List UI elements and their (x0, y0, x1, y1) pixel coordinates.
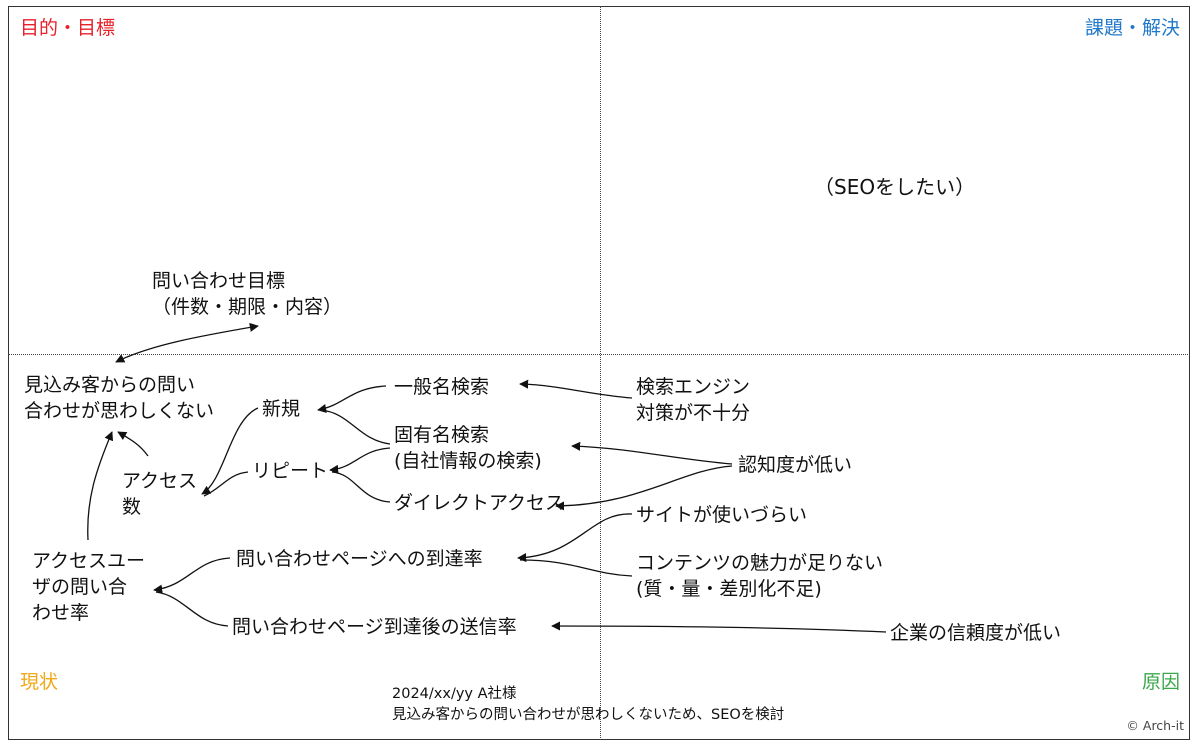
node-proper-search: 固有名検索 (自社情報の検索) (394, 424, 542, 472)
arrow-awareness-to-direct (555, 465, 733, 511)
quadrant-label-current: 現状 (20, 671, 59, 693)
arrow-proper-to-new (319, 409, 391, 445)
arrow-general-to-new (317, 385, 387, 413)
arrow-proper-to-repeat (329, 447, 391, 474)
node-reach-rate: 問い合わせページへの到達率 (236, 548, 483, 570)
footer-line-2: 見込み客からの問い合わせが思わしくないため、SEOを検討 (392, 707, 785, 723)
arrow-new-to-access (201, 407, 259, 495)
footer-note: 2024/xx/yy A社様 見込み客からの問い合わせが思わしくないため、SEO… (392, 684, 784, 726)
node-site-hard: サイトが使いづらい (636, 504, 808, 526)
arrow-trust-to-send (551, 621, 887, 633)
node-content-weak: コンテンツの魅力が足りない (質・量・差別化不足) (636, 552, 884, 600)
node-seo: （SEOをしたい） (814, 175, 976, 199)
footer-line-1: 2024/xx/yy A社様 (392, 686, 517, 702)
node-few-inquiries: 見込み客からの問い 合わせが思わしくない (24, 374, 215, 422)
quadrant-label-goal: 目的・目標 (20, 17, 116, 39)
node-inquiry-goal: 問い合わせ目標 （件数・期限・内容） (152, 270, 343, 318)
node-user-rate: アクセスユー ザの問い合 わせ率 (32, 550, 146, 624)
diagram-frame (8, 6, 1190, 740)
arrow-direct-to-repeat (331, 471, 391, 503)
arrow-goal-inquiries (115, 322, 259, 363)
horizontal-divider (8, 354, 1190, 355)
arrow-site-to-reach (517, 513, 633, 563)
arrow-awareness-to-proper (571, 441, 733, 465)
arrow-engine-to-general (519, 379, 633, 399)
arrow-reach-to-user (153, 557, 231, 594)
arrow-userrate-to-inquiries (87, 431, 114, 541)
arrow-content-to-reach (519, 559, 633, 577)
node-low-awareness: 認知度が低い (738, 454, 853, 476)
node-general-search: 一般名検索 (394, 376, 490, 398)
node-repeat: リピート (252, 460, 329, 482)
node-access-count: アクセス 数 (122, 470, 198, 518)
node-low-trust: 企業の信頼度が低い (890, 622, 1062, 644)
node-search-engine: 検索エンジン 対策が不十分 (636, 376, 751, 424)
arrow-access-to-inquiries (117, 431, 149, 457)
arrow-repeat-to-access (203, 471, 249, 497)
quadrant-label-cause: 原因 (1141, 671, 1180, 693)
node-direct-access: ダイレクトアクセス (394, 492, 565, 514)
arrow-send-to-user (155, 591, 229, 627)
vertical-divider (600, 6, 601, 740)
node-send-rate: 問い合わせページ到達後の送信率 (232, 616, 517, 638)
node-new: 新規 (262, 398, 301, 420)
copyright: © Arch-it (1126, 718, 1184, 733)
quadrant-label-issue: 課題・解決 (1084, 17, 1180, 39)
